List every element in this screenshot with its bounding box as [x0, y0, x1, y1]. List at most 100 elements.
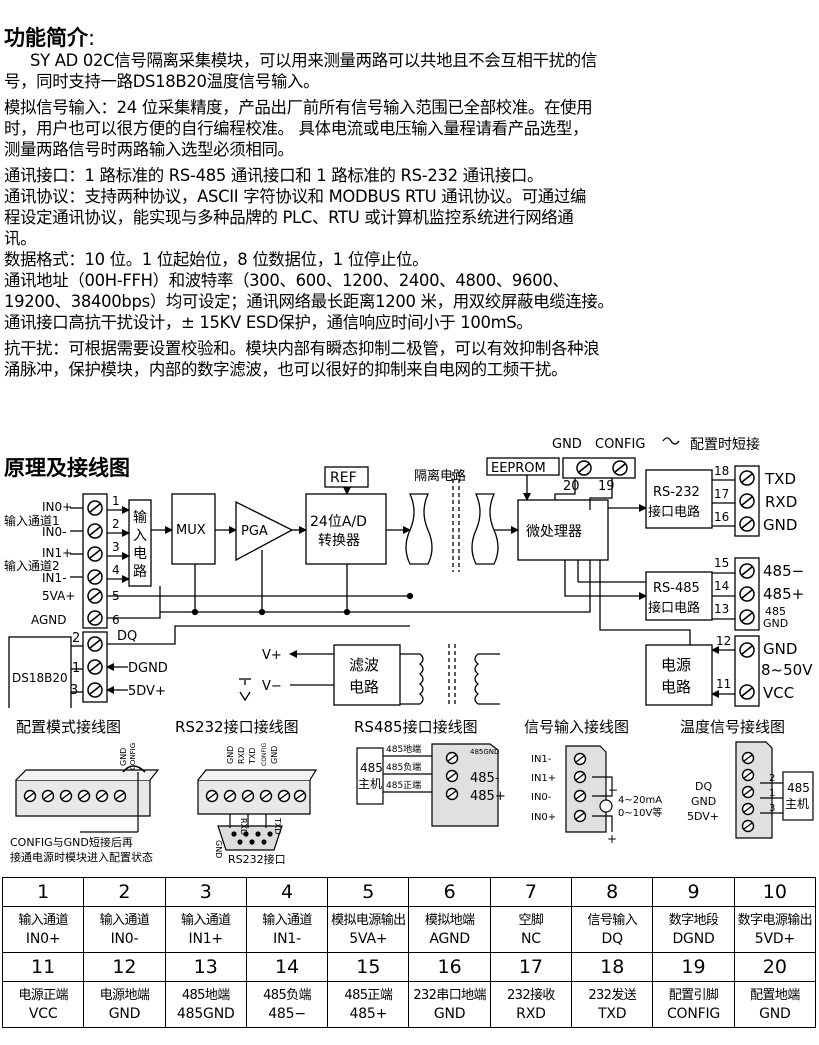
svg-text:8~50V: 8~50V	[761, 661, 813, 679]
paragraph-line: SY AD 02C信号隔离采集模块，可以用来测量两路可以共地且不会互相干扰的信	[30, 51, 597, 70]
svg-text:IN1-: IN1-	[42, 571, 66, 585]
input-terminal-block	[82, 493, 108, 629]
svg-text:电: 电	[133, 546, 147, 562]
top-config-label: CONFIG	[595, 437, 645, 452]
screw-icon	[576, 460, 592, 476]
svg-text:配置模式接线图: 配置模式接线图	[16, 718, 121, 736]
svg-text:4~20mA: 4~20mA	[618, 795, 662, 806]
svg-text:GND: GND	[226, 746, 235, 764]
svg-text:GND: GND	[691, 795, 716, 808]
table-row: 11 12 13 14 15 16 17 18 19 20	[1, 952, 817, 982]
svg-text:485-: 485-	[470, 771, 500, 786]
svg-text:2: 2	[769, 773, 775, 784]
svg-text:5DV+: 5DV+	[128, 684, 166, 699]
svg-text:IN0-: IN0-	[42, 525, 66, 539]
svg-text:16: 16	[714, 510, 729, 524]
wiring-diagrams: 配置模式接线图 RS232接口接线图 RS485接口接线图 信号输入接线图 温度…	[10, 718, 814, 866]
features-text: SY AD 02C信号隔离采集模块，可以用来测量两路可以共地且不会互相干扰的信 …	[4, 50, 816, 380]
pin-number: 7	[489, 877, 573, 907]
svg-text:485: 485	[787, 781, 810, 795]
pin-number: 13	[164, 952, 247, 982]
svg-text:20: 20	[563, 479, 580, 494]
pin-number: 2	[83, 877, 166, 907]
pin-number: 9	[652, 877, 735, 907]
svg-text:电路: 电路	[349, 678, 379, 696]
screw-icon	[612, 460, 628, 476]
svg-text:主机: 主机	[358, 777, 382, 791]
svg-text:主机: 主机	[785, 797, 809, 811]
svg-text:RS485接口接线图: RS485接口接线图	[354, 718, 478, 736]
svg-text:RXD: RXD	[237, 747, 246, 764]
pin-number: 10	[733, 877, 817, 907]
svg-text:输入通道1: 输入通道1	[4, 513, 60, 528]
svg-text:路: 路	[133, 564, 147, 580]
adc-box	[305, 493, 387, 565]
svg-text:滤波: 滤波	[349, 656, 379, 674]
power-terminal-block	[734, 635, 760, 707]
svg-text:输: 输	[133, 510, 147, 526]
pin-number: 6	[408, 877, 491, 907]
svg-text:17: 17	[714, 487, 729, 501]
svg-text:12: 12	[716, 634, 731, 648]
isolation-shape	[405, 493, 433, 565]
jumper-icon	[662, 437, 680, 445]
svg-text:输入通道2: 输入通道2	[4, 558, 60, 573]
pin-number: 14	[245, 952, 329, 982]
svg-text:PGA: PGA	[241, 524, 268, 539]
paragraph-line: 通讯协议：支持两种协议，ASCII 字符协议和 MODBUS RTU 通讯协议。…	[4, 187, 587, 206]
paragraph-line: 程设定通讯协议，能实现与多种品牌的 PLC、RTU 或计算机监控系统进行网络通	[4, 208, 574, 227]
svg-text:485−: 485−	[763, 562, 804, 580]
section-title-features: 功能简介:	[4, 26, 96, 50]
input-circuit-box	[128, 499, 152, 587]
svg-text:CONFIG: CONFIG	[129, 743, 137, 770]
pin-number: 16	[408, 952, 491, 982]
svg-text:MUX: MUX	[176, 523, 206, 538]
svg-text:RS-485: RS-485	[653, 581, 700, 596]
svg-text:IN0-: IN0-	[531, 792, 552, 803]
pin-number: 12	[83, 952, 166, 982]
svg-text:DQ: DQ	[695, 780, 712, 793]
rs232-terminal-block	[734, 465, 760, 537]
svg-text:微处理器: 微处理器	[526, 524, 582, 540]
paragraph-line: 号，同时支持一路DS18B20温度信号输入。	[4, 72, 320, 91]
svg-text:1: 1	[769, 788, 775, 799]
svg-text:RXD: RXD	[765, 493, 797, 511]
pin-number: 20	[733, 952, 817, 982]
svg-text:5DV+: 5DV+	[687, 810, 719, 823]
svg-text:VCC: VCC	[763, 684, 794, 702]
svg-text:IN1+: IN1+	[531, 773, 556, 784]
paragraph-line: 19200、38400bps）均可设定；通讯网络最长距离1200 米，用双绞屏蔽…	[4, 292, 614, 311]
svg-text:CONFIG: CONFIG	[261, 742, 268, 766]
pin-number: 8	[571, 877, 654, 907]
svg-text:电源: 电源	[661, 656, 691, 674]
block-diagram: GND CONFIG 配置时短接 EEPROM 20 19 REF 隔离电路 I…	[4, 436, 813, 708]
svg-text:GND: GND	[270, 746, 279, 764]
svg-text:接口电路: 接口电路	[648, 504, 700, 520]
svg-text:IN0+: IN0+	[531, 812, 556, 823]
svg-text:V−: V−	[262, 679, 282, 694]
svg-text:温度信号接线图: 温度信号接线图	[680, 718, 785, 736]
svg-text:18: 18	[714, 464, 729, 478]
svg-text:电路: 电路	[661, 678, 691, 696]
eeprom-label: EEPROM	[491, 461, 546, 476]
temp-host-box	[782, 771, 814, 821]
svg-text:−: −	[608, 783, 618, 797]
svg-text:19: 19	[598, 479, 615, 494]
paragraph-line: 通讯接口高抗干扰设计，± 15KV ESD保护，通信响应时间小于 100mS。	[4, 313, 533, 332]
svg-text:RS232接口: RS232接口	[228, 853, 286, 866]
svg-text:3: 3	[769, 803, 775, 814]
svg-text:IN1+: IN1+	[42, 546, 72, 560]
svg-text:485GND: 485GND	[470, 748, 499, 756]
svg-text:+: +	[607, 832, 617, 846]
svg-text:485正端: 485正端	[386, 779, 421, 791]
pin-number: 18	[571, 952, 654, 982]
paragraph-line: 通讯地址（00H-FFH）和波特率（300、600、1200、2400、4800…	[4, 271, 569, 290]
